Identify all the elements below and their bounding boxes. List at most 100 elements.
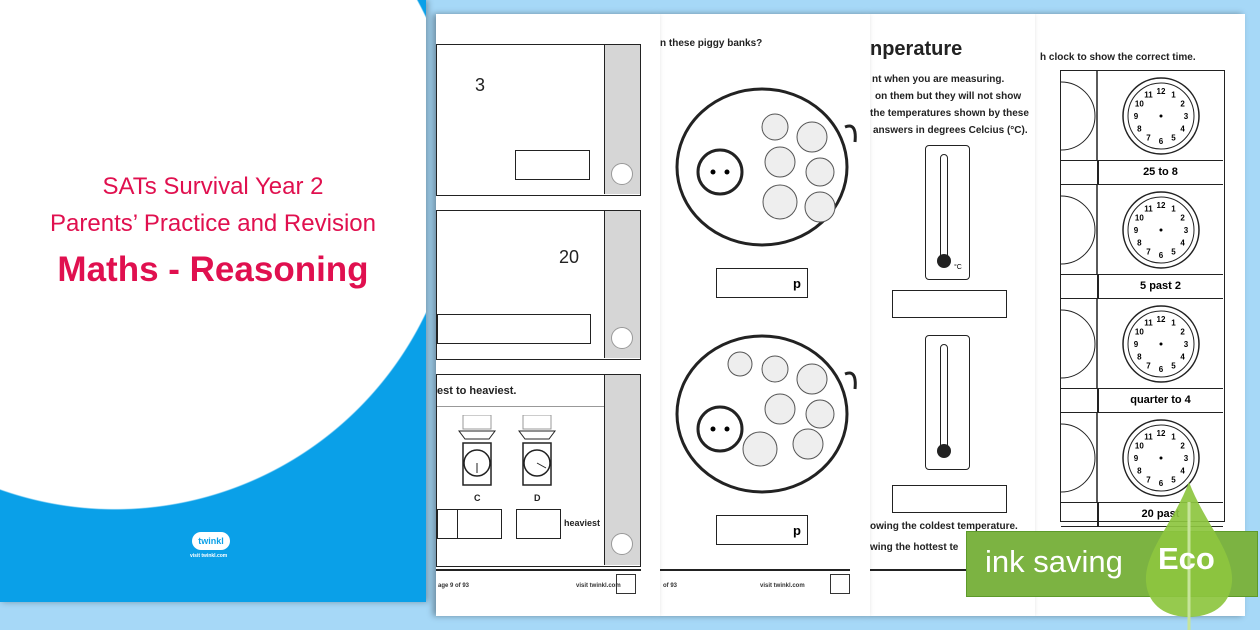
clock-number: 9 xyxy=(1134,340,1139,349)
scale-label-d: D xyxy=(534,493,541,503)
clock-number: 6 xyxy=(1159,137,1164,146)
instruction-line: on them but they will not show xyxy=(875,91,1022,102)
clock-number: 1 xyxy=(1171,318,1176,327)
answer-box[interactable]: p xyxy=(716,268,808,298)
worksheet-piggy-banks: n these piggy banks? p p of 93 visit twi… xyxy=(660,14,870,616)
clock-number: 4 xyxy=(1180,125,1185,134)
instruction-line: nt when you are measuring. xyxy=(872,74,1005,85)
footer-site: visit twinkl.com xyxy=(760,583,805,589)
clock-number: 5 xyxy=(1171,476,1176,485)
clock-number: 12 xyxy=(1157,315,1166,324)
clock-number: 11 xyxy=(1144,432,1153,441)
clock-number: 7 xyxy=(1146,134,1151,143)
footer-line xyxy=(436,569,641,571)
twinkl-quality-logo xyxy=(830,574,850,594)
question-panel: 20 xyxy=(436,210,641,360)
scale-icon xyxy=(458,415,496,486)
page-number: age 9 of 93 xyxy=(438,583,470,589)
unit-pence: p xyxy=(793,523,801,538)
clock-number: 8 xyxy=(1137,467,1142,476)
cover-title: Maths - Reasoning xyxy=(57,250,369,289)
clock-number: 3 xyxy=(1184,226,1189,235)
instruction-line: answers in degrees Celcius (°C). xyxy=(873,125,1028,136)
clock-time-label: 5 past 2 xyxy=(1061,275,1223,299)
cover-site: visit twinkl.com xyxy=(190,553,228,559)
thermometer-icon: °C xyxy=(925,145,970,280)
clock-number: 9 xyxy=(1134,454,1139,463)
temperature-title: nperature xyxy=(870,38,963,60)
clock-number: 10 xyxy=(1135,442,1144,451)
clock-number: 8 xyxy=(1137,125,1142,134)
worksheet-reasoning: 3 20 est to heaviest. C D heaviest age 9… xyxy=(436,14,660,616)
piggy-bank-icon xyxy=(675,87,857,247)
marks-column xyxy=(604,45,640,194)
piggy-question: n these piggy banks? xyxy=(660,38,763,49)
clock-number: 12 xyxy=(1157,87,1166,96)
clock-number: 3 xyxy=(1184,454,1189,463)
scale-label-c: C xyxy=(474,493,481,503)
thermometer-icon xyxy=(925,335,970,470)
order-box[interactable] xyxy=(516,509,561,539)
answer-box[interactable]: p xyxy=(716,515,808,545)
clock-number: 10 xyxy=(1135,100,1144,109)
clock-time-label: quarter to 4 xyxy=(1061,389,1223,413)
clock-number: 2 xyxy=(1180,100,1185,109)
clock-number: 11 xyxy=(1144,318,1153,327)
answer-box[interactable] xyxy=(892,485,1007,513)
twinkl-logo: twinkl xyxy=(192,532,230,550)
scale-icon xyxy=(518,415,556,486)
cover-page: SATs Survival Year 2 Parents’ Practice a… xyxy=(0,0,426,602)
footer-line xyxy=(660,569,850,571)
order-box[interactable] xyxy=(437,509,459,539)
clock-number: 5 xyxy=(1171,362,1176,371)
page-number: of 93 xyxy=(663,583,678,589)
question-coldest: owing the coldest temperature. xyxy=(870,521,1018,532)
clock-time-label: 20 past xyxy=(1061,503,1223,527)
eco-label: Eco xyxy=(1158,541,1215,576)
clock-number: 3 xyxy=(1184,340,1189,349)
worksheet-temperature: nperature nt when you are measuring. on … xyxy=(870,14,1035,616)
cover-subtitle-2: Parents’ Practice and Revision xyxy=(50,210,376,237)
heaviest-label: heaviest xyxy=(564,518,601,528)
marks-column xyxy=(604,211,640,358)
clock-number: 11 xyxy=(1144,204,1153,213)
clock-number: 5 xyxy=(1171,134,1176,143)
cover-subtitle: SATs Survival Year 2 xyxy=(102,173,324,200)
clock-instruction: h clock to show the correct time. xyxy=(1040,52,1196,63)
footer-line xyxy=(870,569,1035,571)
order-box[interactable] xyxy=(457,509,502,539)
clock-number: 4 xyxy=(1180,467,1185,476)
eco-leaf-icon xyxy=(1145,482,1233,630)
answer-box[interactable] xyxy=(515,150,590,180)
answer-box[interactable] xyxy=(892,290,1007,318)
answer-box[interactable] xyxy=(437,314,591,344)
instruction-line: the temperatures shown by these xyxy=(870,108,1029,119)
clock-number: 10 xyxy=(1135,328,1144,337)
clock-number: 2 xyxy=(1180,214,1185,223)
unit-label: °C xyxy=(954,264,962,271)
clock-number: 8 xyxy=(1137,353,1142,362)
footer-site: visit twinkl.com xyxy=(576,583,621,589)
clock-number: 12 xyxy=(1157,429,1166,438)
clock-number: 7 xyxy=(1146,248,1151,257)
clock-number: 11 xyxy=(1144,90,1153,99)
clock-number: 9 xyxy=(1134,226,1139,235)
clock-number: 9 xyxy=(1134,112,1139,121)
clock-number: 4 xyxy=(1180,239,1185,248)
clock-number: 4 xyxy=(1180,353,1185,362)
marks-column xyxy=(604,375,640,565)
clock-number: 3 xyxy=(1184,112,1189,121)
clock-number: 2 xyxy=(1180,442,1185,451)
clock-number: 5 xyxy=(1171,248,1176,257)
clock-number: 6 xyxy=(1159,479,1164,488)
question-hottest: wing the hottest te xyxy=(870,542,959,553)
